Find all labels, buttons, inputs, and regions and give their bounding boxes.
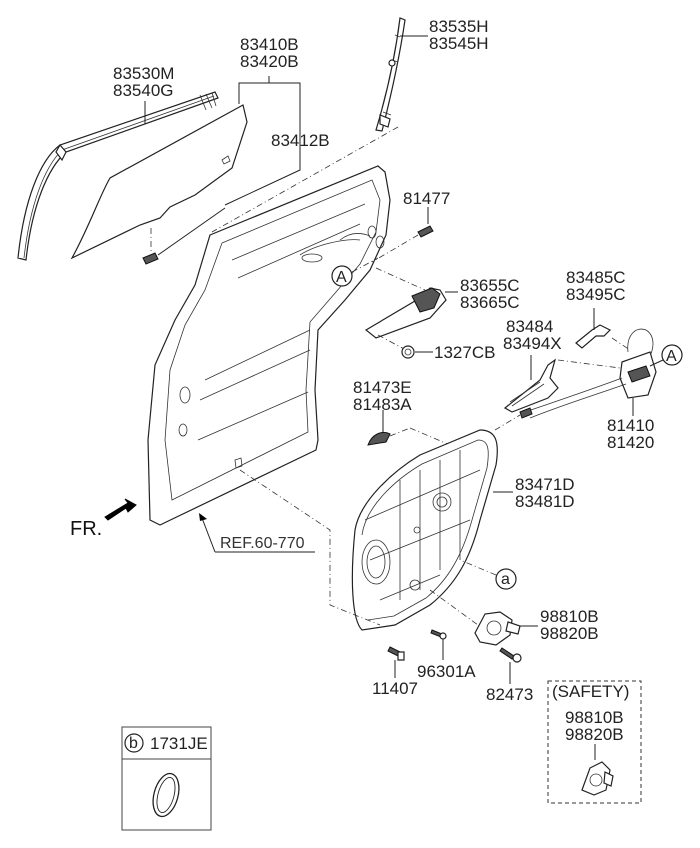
label-motor-1: 98810B	[540, 607, 599, 626]
label-glass-bolt: 83412B	[271, 131, 330, 150]
front-arrow-icon	[104, 498, 137, 521]
label-lock-cover-2: 81483A	[353, 395, 412, 414]
dash-line-latch-rod	[494, 414, 521, 431]
label-cover-2: 83494X	[503, 334, 562, 353]
cover-part[interactable]	[503, 358, 559, 413]
label-safety-motor-1: 98810B	[565, 708, 624, 727]
lock-cover-part[interactable]	[367, 431, 391, 446]
label-door-glass-1: 83410B	[240, 35, 299, 54]
dash-line-A-door	[351, 257, 379, 273]
nut-1327CB-part[interactable]	[401, 345, 415, 359]
dash-line-channel	[211, 126, 399, 233]
label-latch-2: 81420	[607, 433, 654, 452]
label-82473: 82473	[486, 685, 533, 704]
leader-glass-bolt	[157, 207, 226, 256]
module-panel-part[interactable]	[351, 429, 498, 631]
reference-link[interactable]: REF.60-770	[220, 535, 305, 552]
motor-part[interactable]	[474, 611, 521, 646]
label-door-glass-2: 83420B	[240, 52, 299, 71]
dash-line-rod	[611, 337, 631, 351]
leader-door-glass	[224, 82, 301, 206]
legend-part-number: 1731JE	[150, 734, 208, 753]
rod-holder-part[interactable]	[575, 324, 612, 349]
reference-arrow	[199, 513, 315, 553]
label-channel-1: 83535H	[429, 17, 489, 36]
label-glass-run-2: 83540G	[113, 81, 174, 100]
dash-line-cover	[557, 359, 621, 369]
grommet-part[interactable]	[149, 771, 184, 820]
channel-part[interactable]	[375, 17, 406, 132]
label-cover-1: 83484	[506, 317, 553, 336]
door-glass-part[interactable]	[70, 104, 248, 260]
front-indicator-label: FR.	[70, 518, 102, 540]
callout-a-lower[interactable]	[495, 568, 517, 590]
glass-bolt-part[interactable]	[142, 252, 159, 265]
door-panel-part	[147, 165, 391, 526]
callout-a-lower-label: a	[501, 571, 510, 588]
label-rod-holder-1: 83485C	[566, 268, 626, 287]
label-channel-2: 83545H	[429, 34, 489, 53]
label-handle-base-2: 83665C	[460, 293, 520, 312]
safety-box	[547, 680, 642, 804]
label-lock-cover-1: 81473E	[353, 378, 412, 397]
bolt-11407-part[interactable]	[387, 646, 405, 661]
label-rod-holder-2: 83495C	[566, 285, 626, 304]
glass-run-part[interactable]	[17, 91, 219, 261]
dash-line-handle	[375, 267, 426, 291]
callout-A-latch-label: A	[666, 348, 677, 365]
label-module-panel-1: 83471D	[515, 475, 575, 494]
label-motor-2: 98820B	[540, 624, 599, 643]
leader-A-latch	[649, 359, 664, 367]
safety-box-label: (SAFETY)	[552, 682, 629, 701]
callout-A-door[interactable]	[331, 265, 353, 287]
dash-line-lock-cover-2	[409, 427, 451, 446]
label-11407: 11407	[372, 679, 418, 698]
label-nut: 1327CB	[434, 343, 495, 362]
dash-line-81477	[371, 234, 419, 263]
dash-line-nut	[377, 334, 407, 351]
legend-letter: b	[129, 735, 138, 752]
legend-letter-circle	[124, 733, 144, 753]
dash-line-motor	[429, 589, 479, 626]
label-safety-motor-2: 98820B	[565, 725, 624, 744]
label-module-panel-2: 83481D	[515, 492, 575, 511]
screw-96301A-part[interactable]	[430, 629, 447, 640]
label-glass-run-1: 83530M	[113, 64, 174, 83]
dash-line-door-panel	[239, 469, 381, 626]
handle-base-part[interactable]	[364, 287, 447, 339]
safety-motor-part[interactable]	[581, 761, 614, 796]
callout-A-latch[interactable]	[661, 344, 683, 366]
callout-A-door-label: A	[336, 269, 347, 286]
label-81477: 81477	[403, 189, 450, 208]
screw-82473-part[interactable]	[499, 647, 522, 663]
latch-part[interactable]	[519, 328, 657, 419]
label-latch-1: 81410	[607, 416, 654, 435]
label-96301A: 96301A	[417, 662, 476, 681]
label-handle-base-1: 83655C	[460, 276, 520, 295]
bolt-81477-part[interactable]	[417, 225, 434, 238]
dash-line-lock-cover	[389, 427, 411, 437]
